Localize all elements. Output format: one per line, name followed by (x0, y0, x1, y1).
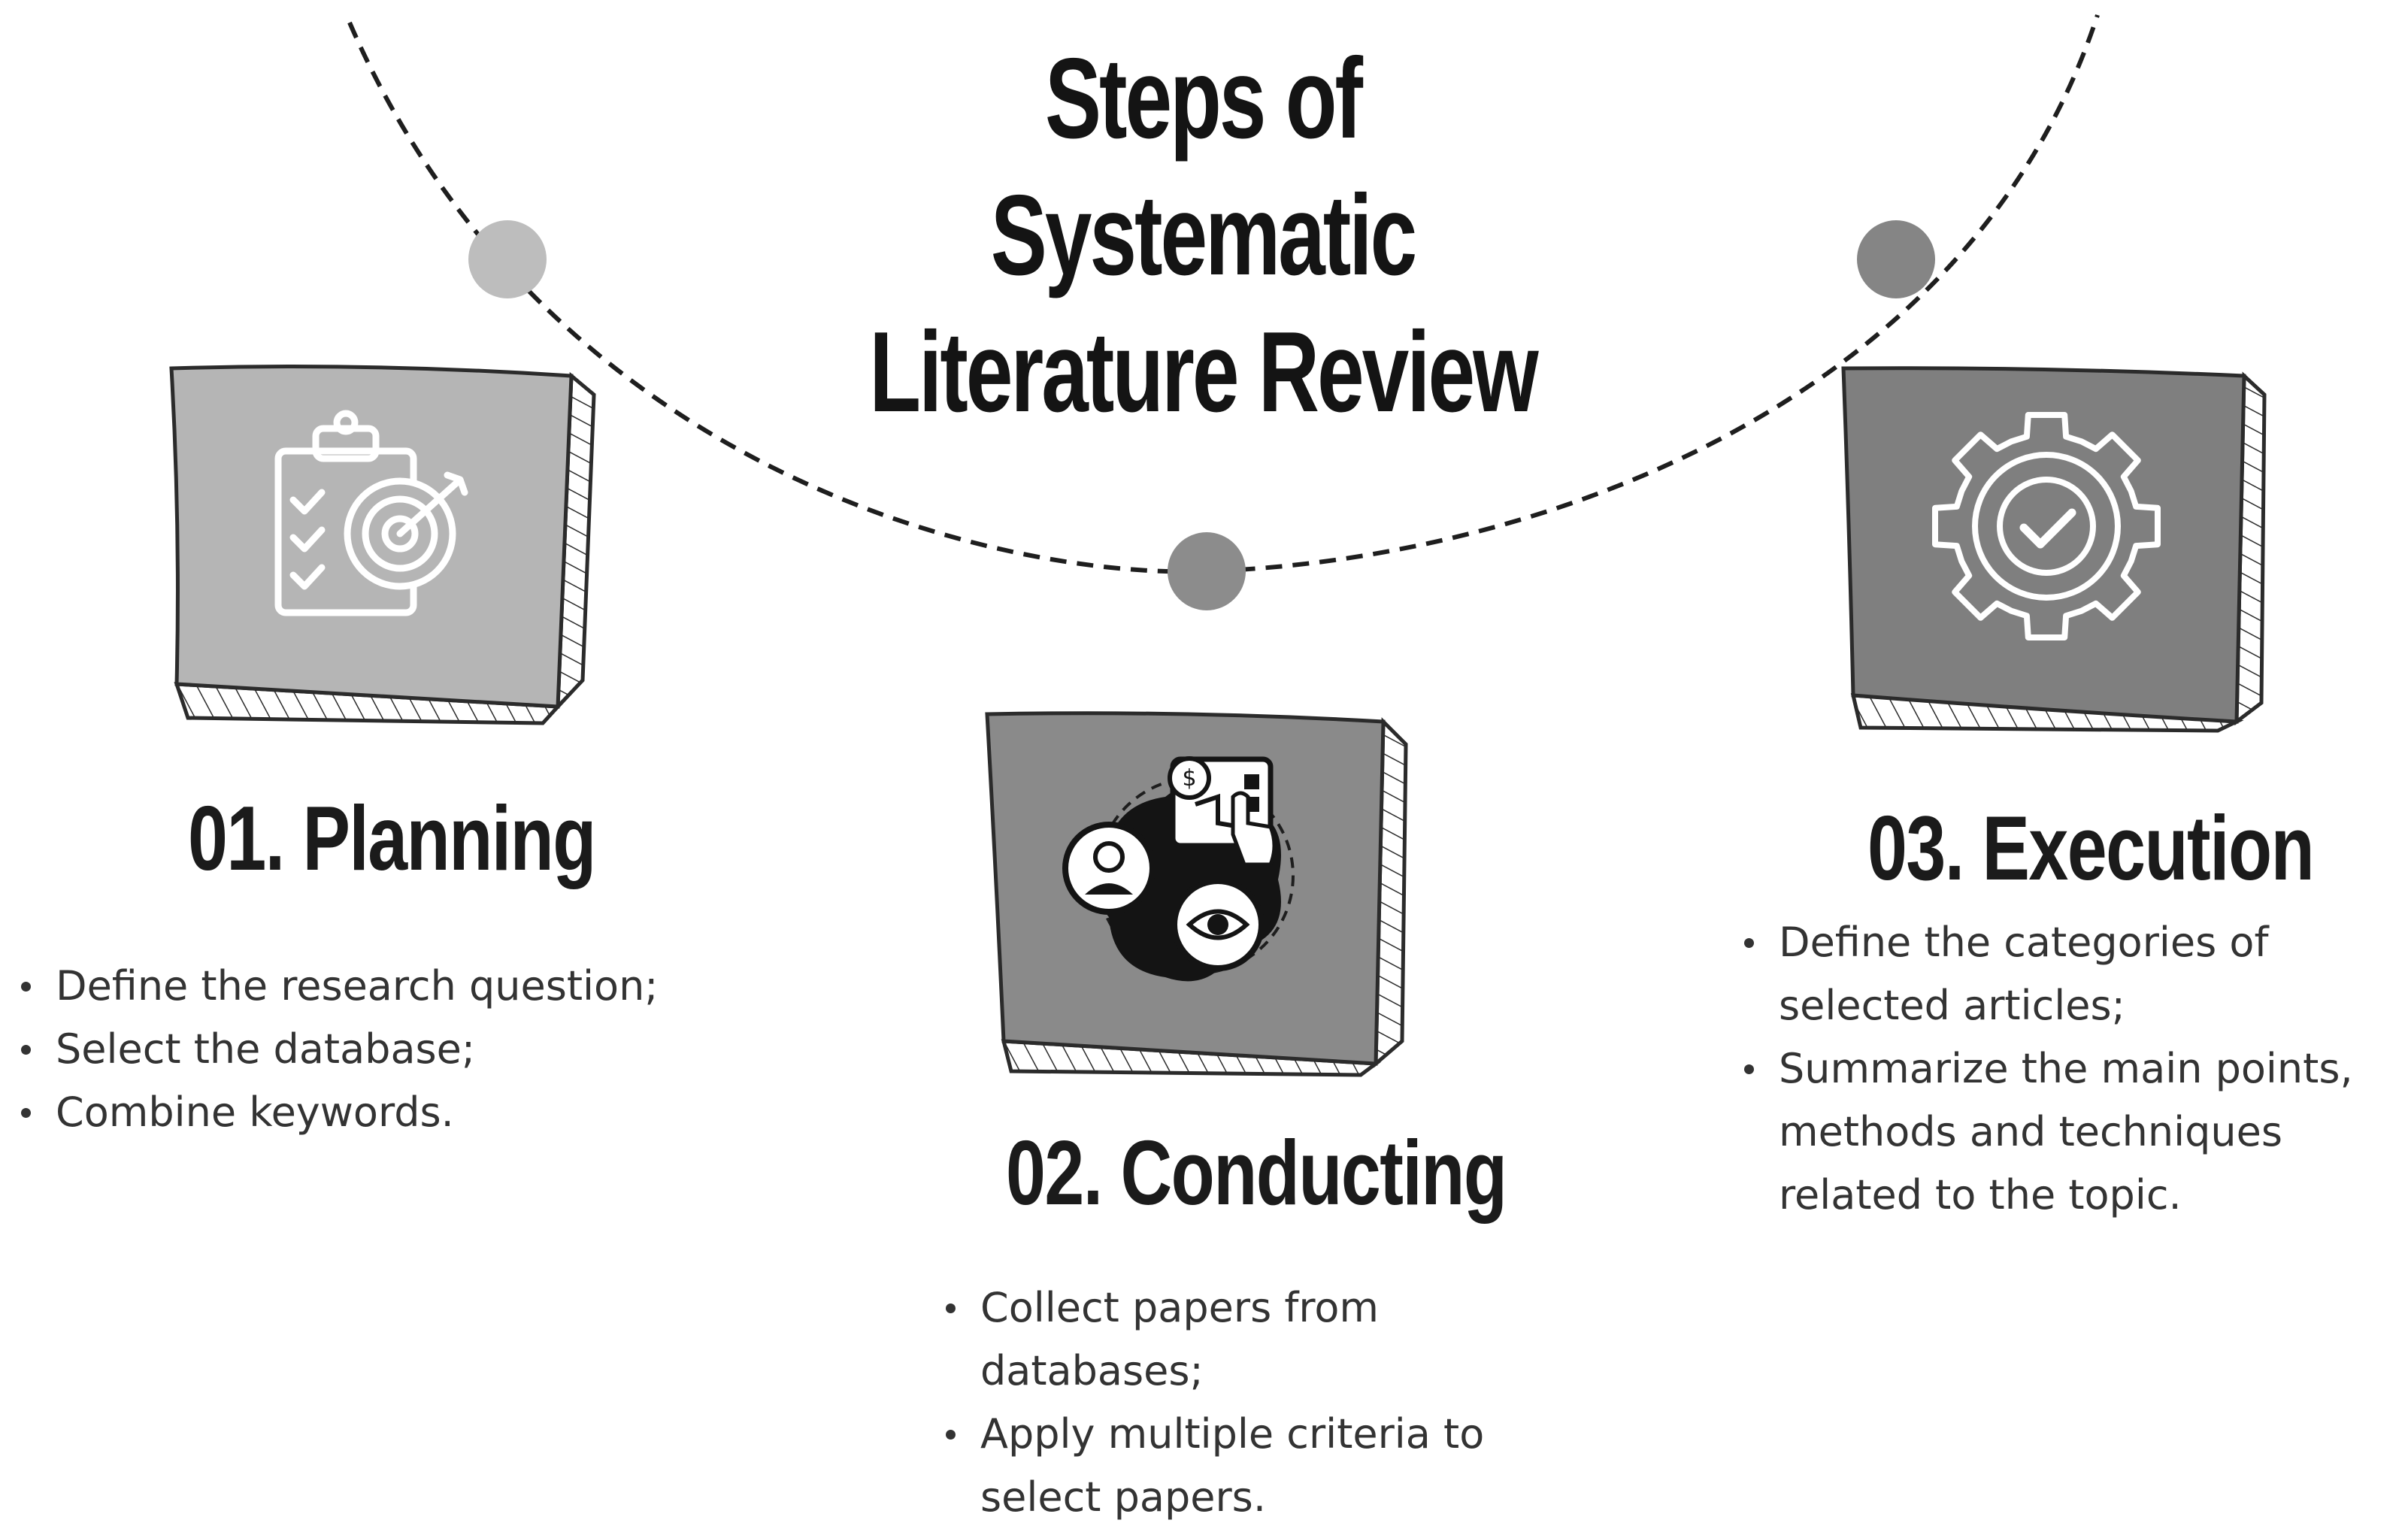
page-title: Steps of Systematic Literature Review (836, 30, 1571, 441)
step-heading-conducting: 02. Conducting (1006, 1122, 1507, 1224)
step-node-3 (1857, 220, 1935, 298)
list-item: Summarize the main points, methods and t… (1734, 1037, 2408, 1227)
step-heading-execution: 03. Execution (1867, 797, 2315, 899)
list-item: Select the database; (11, 1018, 762, 1081)
step-node-1 (468, 220, 547, 298)
list-item: Combine keywords. (11, 1081, 762, 1144)
planning-list: Define the research question; Select the… (11, 955, 762, 1144)
list-item: Define the categories of selected articl… (1734, 911, 2408, 1037)
step-card-3 (1841, 366, 2267, 733)
step-node-2 (1168, 532, 1246, 610)
step-heading-planning: 01. Planning (188, 787, 596, 889)
data-analysis-icon: $ (1062, 756, 1295, 982)
title-line-2: Literature Review (869, 308, 1538, 436)
list-item: Apply multiple criteria to select papers… (935, 1403, 1612, 1529)
process-arc (347, 14, 2100, 574)
execution-list: Define the categories of selected articl… (1734, 911, 2408, 1227)
conducting-list: Collect papers from databases; Apply mul… (935, 1276, 1612, 1529)
gear-check-icon (1932, 412, 2161, 640)
clipboard-target-icon (274, 410, 468, 616)
list-item: Collect papers from databases; (935, 1276, 1612, 1403)
title-line-1: Steps of Systematic (990, 35, 1417, 299)
svg-text:$: $ (1182, 765, 1196, 792)
list-item: Define the research question; (11, 955, 762, 1018)
